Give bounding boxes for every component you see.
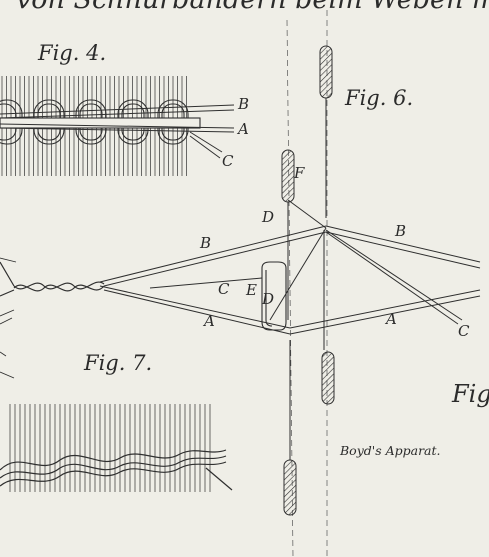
caption-boyds-apparat: Boyd's Apparat. bbox=[339, 443, 441, 458]
fig6-label-f: F bbox=[293, 164, 305, 182]
fig6-label-b-right: B bbox=[394, 222, 406, 240]
fig6-braid bbox=[0, 261, 105, 297]
left-fragments bbox=[0, 257, 17, 379]
fig4-title: Fig. 4. bbox=[37, 41, 106, 65]
fig6-label-a-right: A bbox=[384, 310, 397, 328]
fig6-label-c-left: C bbox=[218, 280, 230, 298]
fig4-threads bbox=[0, 104, 235, 159]
fig8-title-partial: Fig bbox=[451, 380, 489, 408]
fig6-label-e: E bbox=[245, 281, 257, 299]
fig6-label-c-right: C bbox=[458, 322, 470, 340]
guide-lines bbox=[286, 10, 328, 557]
fig6-rods bbox=[281, 45, 335, 516]
fig6-label-b-left: B bbox=[199, 234, 211, 252]
fig7-group: Fig. 7. bbox=[0, 351, 233, 492]
fig6-strands bbox=[99, 199, 481, 335]
fig4-group: Fig. 4. B A C bbox=[0, 41, 249, 176]
fig6-label-d-upper: D bbox=[261, 208, 274, 226]
fig7-twisted-cord bbox=[0, 449, 233, 491]
fig6-label-d-lower: D bbox=[261, 290, 274, 308]
fig6-label-a-left: A bbox=[202, 312, 215, 330]
fig7-title: Fig. 7. bbox=[83, 351, 152, 375]
fig4-weave-loops bbox=[0, 99, 201, 145]
fig6-clip bbox=[261, 261, 287, 331]
fig7-warp-threads bbox=[9, 404, 211, 492]
fig6-title: Fig. 6. bbox=[344, 86, 413, 110]
fig6-group: Fig. 6. bbox=[0, 45, 481, 516]
fig4-label-a: A bbox=[236, 120, 249, 138]
fig4-label-b: B bbox=[237, 95, 249, 113]
fig4-label-c: C bbox=[222, 152, 234, 170]
plate-header-text: von Schnürbändern beim Weben mit bbox=[16, 0, 489, 15]
